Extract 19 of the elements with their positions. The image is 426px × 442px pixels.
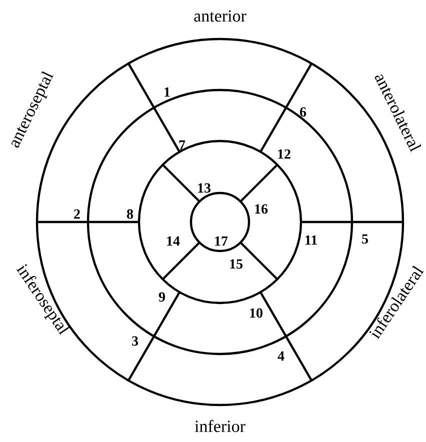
segment-number: 16 <box>255 204 268 214</box>
region-label: inferior <box>194 420 246 432</box>
segment-number: 13 <box>198 183 211 193</box>
segment-number: 5 <box>362 234 368 244</box>
segment-number: 17 <box>215 236 228 246</box>
segment-number: 15 <box>230 259 242 269</box>
segment-number: 2 <box>74 209 80 219</box>
segment-number: 6 <box>300 107 306 117</box>
segment-number: 8 <box>126 209 134 219</box>
segment-number: 1 <box>164 87 170 97</box>
segment-number: 4 <box>278 351 284 361</box>
segment-number: 11 <box>306 235 317 245</box>
segment-number: 14 <box>167 236 180 246</box>
segment-number: 10 <box>250 308 262 318</box>
segment-number: 3 <box>132 336 138 346</box>
segment-number: 12 <box>278 149 290 159</box>
segment-number: 7 <box>179 140 186 150</box>
region-label: anterior <box>194 10 246 22</box>
segment-number: 9 <box>158 292 165 302</box>
